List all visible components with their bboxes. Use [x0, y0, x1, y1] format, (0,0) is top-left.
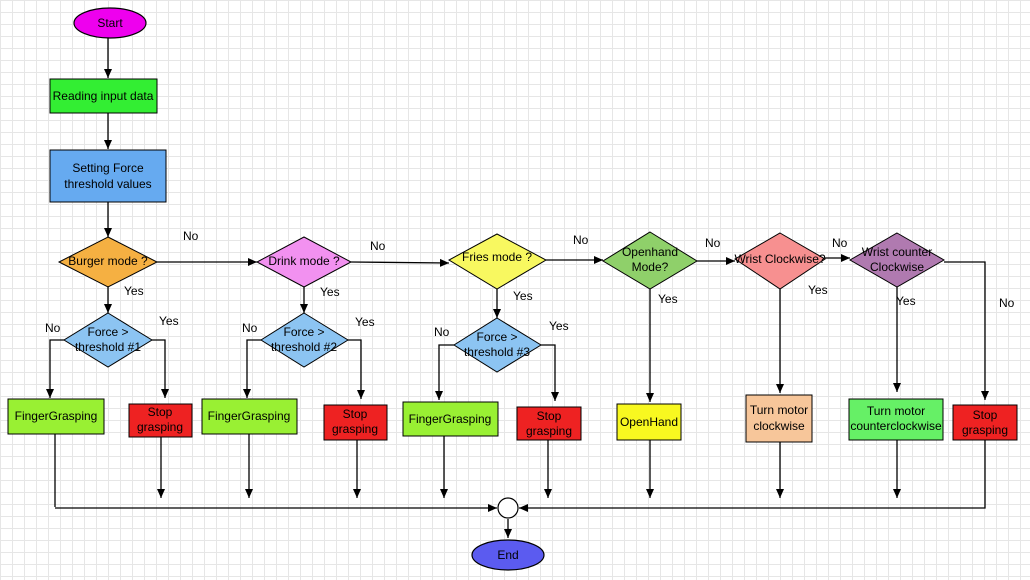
stop-grasping-2-box: Stop grasping: [323, 404, 388, 441]
force2-label-line1: Force >: [283, 325, 324, 339]
wrist-counter-clockwise-decision: Wrist counter Clockwise: [848, 232, 946, 288]
turn-motor-clockwise-box: Turn motor clockwise: [745, 394, 813, 443]
force3-label-line1: Force >: [476, 330, 517, 344]
edge-label-yes: Yes: [124, 284, 144, 298]
edge-label-yes: Yes: [320, 285, 340, 299]
edge-label-no: No: [573, 233, 589, 247]
drink-mode-decision: Drink mode ?: [255, 236, 353, 288]
finger-grasping-3-box: FingerGrasping: [402, 401, 499, 437]
edge-label-no: No: [45, 321, 61, 335]
setting-label-line1: Setting Force: [72, 161, 144, 175]
finger-grasping-2-box: FingerGrasping: [201, 398, 298, 435]
stop1-label-line1: Stop: [148, 405, 173, 419]
force2-label-line2: threshold #2: [271, 340, 337, 354]
setting-threshold-box: Setting Force threshold values: [49, 149, 167, 203]
force3-label-line2: threshold #3: [464, 345, 530, 359]
edge-label-no: No: [999, 296, 1015, 310]
openhand-mode-label-line2: Mode?: [632, 260, 669, 274]
turn-ccw-label-line2: counterclockwise: [850, 419, 942, 433]
reading-input-label: Reading input data: [53, 89, 154, 103]
stop-grasping-1-box: Stop grasping: [128, 403, 193, 438]
wrist-clockwise-label: Wrist Clockwise?: [734, 252, 825, 266]
wrist-clockwise-decision: Wrist Clockwise?: [734, 232, 826, 290]
turn-ccw-label-line1: Turn motor: [867, 404, 925, 418]
fries-mode-label: Fries mode ?: [462, 250, 532, 264]
edge-label-no: No: [183, 229, 199, 243]
stop2-label-line2: grasping: [332, 422, 378, 436]
turn-cw-label-line2: clockwise: [753, 419, 805, 433]
edge-label-yes: Yes: [658, 292, 678, 306]
stop4-label-line2: grasping: [962, 423, 1008, 437]
openhand-box: OpenHand: [616, 403, 682, 441]
burger-mode-label: Burger mode ?: [68, 254, 148, 268]
burger-mode-decision: Burger mode ?: [57, 236, 159, 288]
stop1-label-line2: grasping: [137, 420, 183, 434]
edge-label-yes: Yes: [355, 315, 375, 329]
turn-motor-counterclockwise-box: Turn motor counterclockwise: [848, 398, 944, 441]
end-label: End: [497, 548, 518, 562]
force-threshold-3-decision: Force > threshold #3: [453, 317, 542, 373]
wrist-counter-label-line2: Clockwise: [870, 260, 924, 274]
stop4-label-line1: Stop: [973, 408, 998, 422]
reading-input-box: Reading input data: [49, 78, 158, 114]
end-node: End: [471, 539, 545, 571]
stop3-label-line2: grasping: [526, 424, 572, 438]
turn-cw-label-line1: Turn motor: [750, 403, 808, 417]
setting-label-line2: threshold values: [64, 177, 151, 191]
finger-grasping-1-box: FingerGrasping: [7, 398, 105, 435]
openhand-label: OpenHand: [620, 415, 678, 429]
drink-mode-label: Drink mode ?: [268, 254, 340, 268]
edge-label-yes: Yes: [159, 314, 179, 328]
force1-label-line2: threshold #1: [75, 340, 141, 354]
force1-label-line1: Force >: [87, 325, 128, 339]
start-label: Start: [97, 16, 123, 30]
edge-label-no: No: [705, 236, 721, 250]
openhand-mode-decision: Openhand Mode?: [602, 231, 698, 290]
stop3-label-line1: Stop: [537, 409, 562, 423]
edge-label-yes: Yes: [549, 319, 569, 333]
stop-grasping-4-box: Stop grasping: [952, 404, 1018, 441]
fries-mode-decision: Fries mode ?: [447, 233, 548, 290]
force-threshold-2-decision: Force > threshold #2: [260, 312, 349, 368]
stop-grasping-3-box: Stop grasping: [516, 406, 582, 441]
edge-labels: No No No No No No Yes Yes Yes Yes Yes Ye…: [45, 229, 1015, 339]
edge-label-yes: Yes: [513, 289, 533, 303]
junction-node: [497, 497, 519, 519]
wrist-counter-label-line1: Wrist counter: [862, 245, 932, 259]
connectors: [46, 38, 989, 538]
edge-label-yes: Yes: [896, 294, 916, 308]
stop2-label-line1: Stop: [343, 407, 368, 421]
edge-label-yes: Yes: [808, 283, 828, 297]
edge-label-no: No: [370, 239, 386, 253]
openhand-mode-label-line1: Openhand: [622, 245, 678, 259]
finger3-label: FingerGrasping: [409, 412, 492, 426]
finger2-label: FingerGrasping: [208, 409, 291, 423]
edge-label-no: No: [242, 321, 258, 335]
edge-label-no: No: [434, 325, 450, 339]
edge-label-no: No: [832, 236, 848, 250]
finger1-label: FingerGrasping: [15, 409, 98, 423]
force-threshold-1-decision: Force > threshold #1: [63, 312, 153, 368]
start-node: Start: [73, 7, 147, 39]
